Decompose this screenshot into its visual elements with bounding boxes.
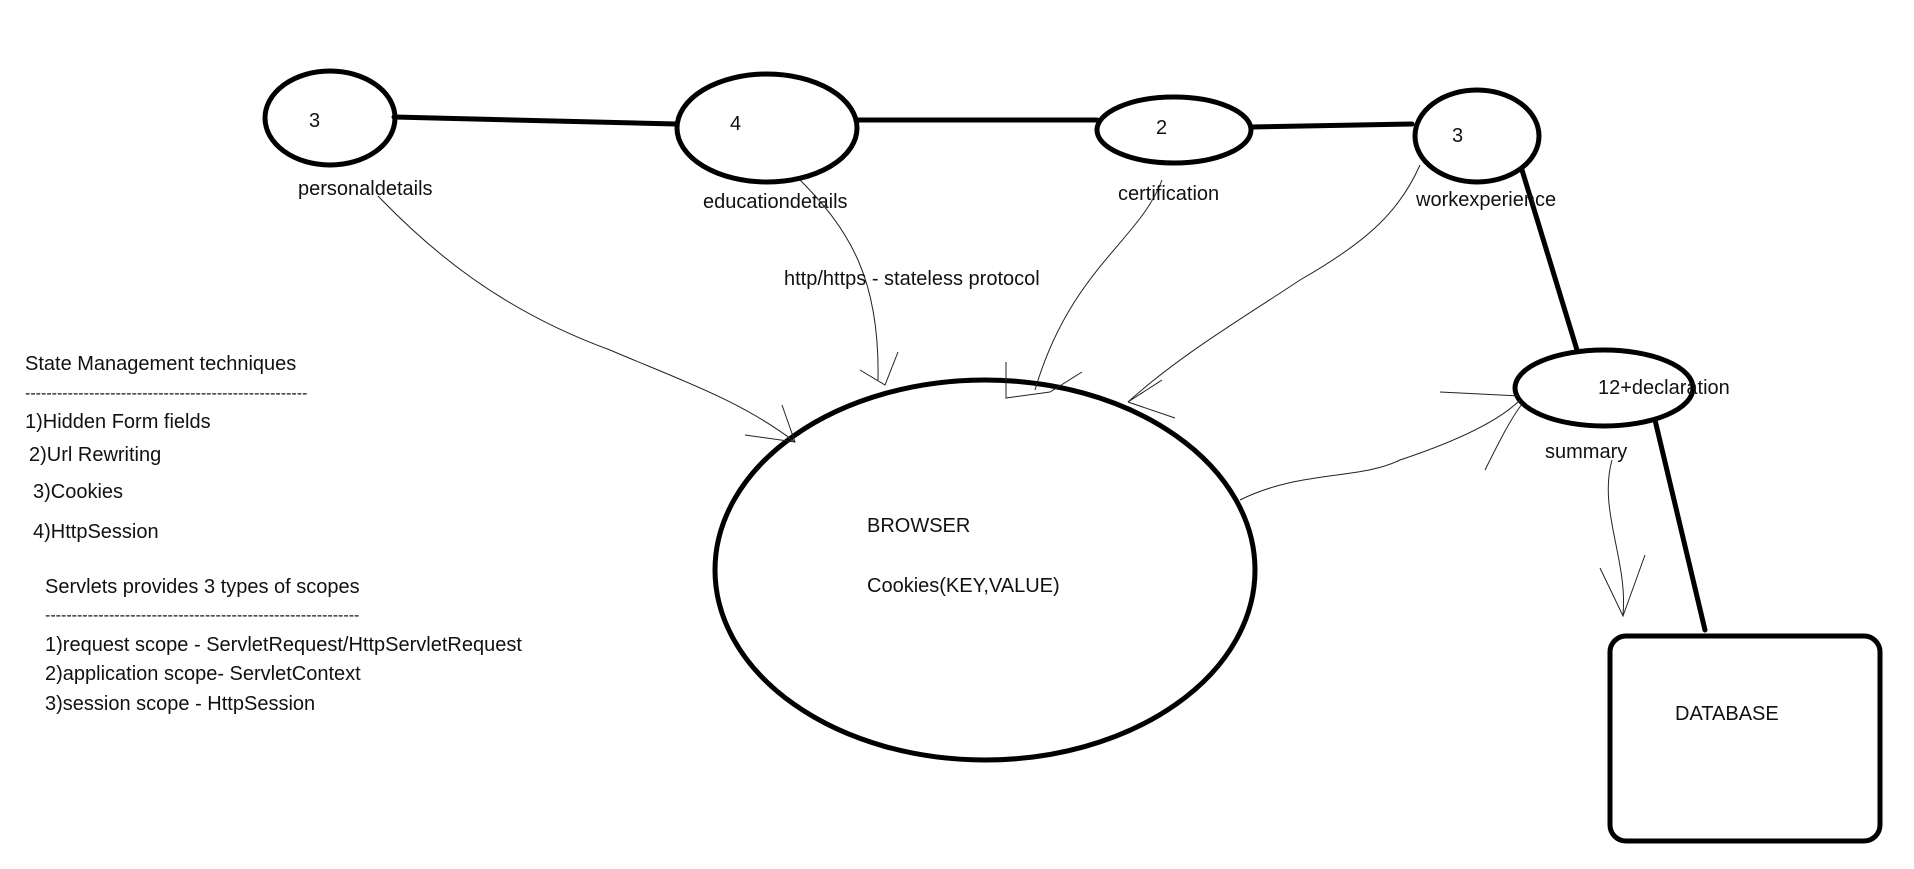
edge-work-summary [1519, 167, 1580, 353]
scope-item: 1)request scope - ServletRequest/HttpSer… [45, 634, 522, 656]
edge-personal-education [391, 114, 679, 127]
browser-ellipse [712, 377, 1258, 763]
summary-label: summary [1545, 441, 1627, 463]
scopes-underline: ----------------------------------------… [45, 607, 359, 624]
browser-note: Cookies(KEY,VALUE) [867, 575, 1060, 597]
arrow-protocol-to-browser [799, 179, 899, 386]
personal-label: personaldetails [298, 178, 433, 200]
certification-label: certification [1118, 183, 1219, 205]
edge-certification-work [1248, 121, 1415, 130]
education-label: educationdetails [703, 191, 848, 213]
state-item: 3)Cookies [33, 481, 123, 503]
certification-count: 2 [1156, 117, 1167, 139]
state-management-heading: State Management techniques [25, 353, 296, 375]
state-item: 2)Url Rewriting [29, 444, 161, 466]
arrow-personal-to-browser [377, 195, 796, 443]
node-summary [1512, 347, 1696, 429]
work-count: 3 [1452, 125, 1463, 147]
scope-item: 2)application scope- ServletContext [45, 663, 361, 685]
work-label: workexperience [1415, 189, 1556, 211]
summary-count: 12+declaration [1598, 377, 1730, 399]
education-count: 4 [730, 113, 741, 135]
database-label: DATABASE [1675, 703, 1779, 725]
state-item: 4)HttpSession [33, 521, 159, 543]
arrow-browser-to-summary [1239, 391, 1523, 501]
browser-title: BROWSER [867, 515, 970, 537]
protocol-note: http/https - stateless protocol [784, 268, 1040, 290]
node-personaldetails [262, 68, 398, 168]
arrow-summary-to-database [1599, 459, 1646, 618]
node-workexperience [1412, 87, 1542, 185]
scopes-heading: Servlets provides 3 types of scopes [45, 576, 360, 598]
arrow-work-to-browser [1127, 164, 1421, 419]
arrow-certification-to-browser [1005, 179, 1163, 399]
scope-item: 3)session scope - HttpSession [45, 693, 315, 715]
database-box [1607, 633, 1883, 844]
node-certification [1094, 94, 1254, 166]
node-educationdetails [674, 71, 860, 185]
state-management-underline: ----------------------------------------… [25, 385, 307, 402]
edge-summary-database [1652, 417, 1708, 633]
personal-count: 3 [309, 110, 320, 132]
state-item: 1)Hidden Form fields [25, 411, 211, 433]
